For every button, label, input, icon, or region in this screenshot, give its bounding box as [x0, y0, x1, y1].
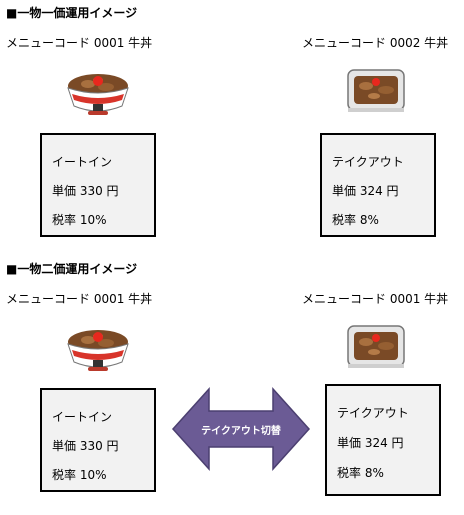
mode-label: イートイン: [52, 155, 113, 169]
section-title-dual-price: ■一物二価運用イメージ: [6, 262, 138, 276]
gyudon-bowl-icon: [67, 74, 129, 115]
double-arrow-icon: [171, 387, 311, 471]
unit-price: 単価 324 円: [332, 184, 399, 198]
tax-rate: 税率 10%: [52, 213, 107, 227]
tax-rate: 税率 8%: [337, 466, 384, 480]
gyudon-takeout-container-icon: [347, 69, 405, 112]
eat-in-info-box: イートイン 単価 330 円 税率 10%: [40, 388, 156, 492]
unit-price: 単価 324 円: [337, 436, 404, 450]
gyudon-takeout-container-icon: [347, 325, 405, 368]
menu-label-takeout: メニューコード 0001 牛丼: [302, 292, 449, 306]
gyudon-bowl-icon: [67, 330, 129, 371]
tax-rate: 税率 10%: [52, 468, 107, 482]
takeout-info-box: テイクアウト 単価 324 円 税率 8%: [320, 133, 436, 237]
mode-label: テイクアウト: [337, 406, 409, 420]
mode-label: テイクアウト: [332, 155, 404, 169]
switch-arrow: テイクアウト切替: [171, 385, 311, 473]
section-title-single-price: ■一物一価運用イメージ: [6, 6, 138, 20]
tax-rate: 税率 8%: [332, 213, 379, 227]
menu-label-eat-in: メニューコード 0001 牛丼: [6, 36, 153, 50]
menu-label-takeout: メニューコード 0002 牛丼: [302, 36, 449, 50]
takeout-info-box: テイクアウト 単価 324 円 税率 8%: [325, 384, 441, 496]
unit-price: 単価 330 円: [52, 184, 119, 198]
mode-label: イートイン: [52, 410, 113, 424]
eat-in-info-box: イートイン 単価 330 円 税率 10%: [40, 133, 156, 237]
menu-label-eat-in: メニューコード 0001 牛丼: [6, 292, 153, 306]
unit-price: 単価 330 円: [52, 439, 119, 453]
switch-label: テイクアウト切替: [201, 425, 281, 437]
